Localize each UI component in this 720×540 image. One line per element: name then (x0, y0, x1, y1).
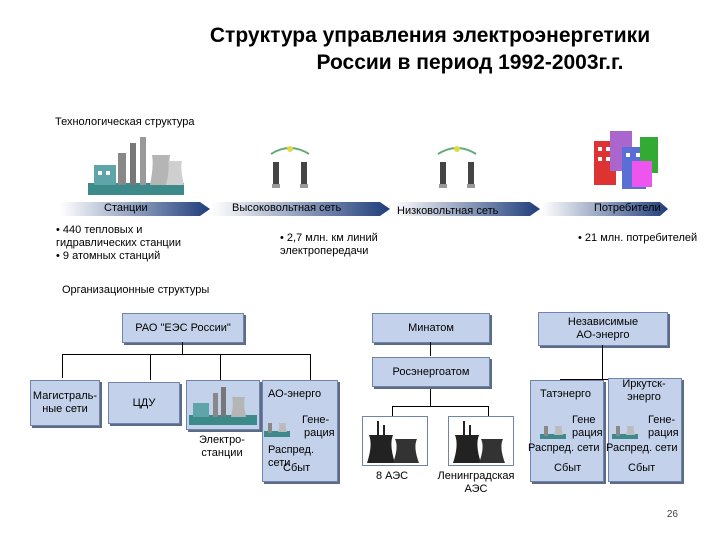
ao-distr-line-1: Распред. (268, 444, 315, 456)
power-plant-icon (88, 137, 184, 195)
connector (62, 354, 310, 355)
leningrad-line-2: АЭС (464, 483, 488, 495)
power-plants-label: Электро- станции (194, 434, 250, 460)
connector (220, 354, 221, 380)
connector (392, 406, 488, 407)
label-lv-net: Низковольтная сеть (397, 205, 499, 217)
tat-sbyt-label: Сбыт (554, 462, 582, 474)
note-lines: • 2,7 млн. км линий электропередачи (280, 232, 378, 258)
aes8-label: 8 АЭС (376, 470, 409, 482)
label-hv-net: Высоковольтная сеть (232, 202, 342, 214)
power-plant-small-icon (189, 387, 257, 425)
ao-sbyt-label: Сбыт (283, 462, 311, 474)
leningrad-aes-image-box (448, 416, 514, 466)
note-lines-line-2: электропередачи (280, 245, 369, 257)
aes-image-box (362, 416, 428, 466)
magistral-line-1: Магистраль- (32, 390, 98, 402)
ao-energo-label: АО-энерго (268, 388, 322, 400)
connector (62, 354, 63, 378)
page-title: Структура управления электроэнергетики Р… (150, 22, 670, 76)
ao-distr-line-2: сети (268, 457, 291, 469)
label-stations: Станции (104, 202, 148, 214)
magistral-line-2: ные сети (42, 403, 88, 415)
tat-gen-line-2: рация (572, 427, 603, 439)
leningrad-aes-label: Ленинградская АЭС (434, 470, 518, 496)
connector (182, 342, 183, 354)
irkutsk-line-1: Иркутск- (622, 378, 666, 390)
ao-distr-label: Распред. сети (268, 444, 314, 470)
note-consumers: • 21 млн. потребителей (578, 232, 698, 244)
independent-ao-box: Независимые АО-энерго (538, 312, 668, 346)
tatenergo-label: Татэнерго (540, 388, 591, 400)
tat-gen-label: Гене рация (572, 414, 603, 440)
irk-gen-label: Гене- рация (648, 414, 679, 440)
plants-line-1: Электро- (199, 434, 245, 446)
irkutskenergo-box (608, 378, 682, 482)
irkutsk-line-2: энерго (627, 391, 661, 403)
connector (560, 379, 644, 380)
page-number: 26 (666, 509, 678, 520)
connector (392, 406, 393, 416)
power-plants-image-box (186, 380, 260, 430)
connector (602, 345, 603, 379)
plants-line-2: станции (201, 447, 243, 459)
label-consumers: Потребители (594, 202, 661, 214)
ao-gen-line-1: Гене- (302, 414, 330, 426)
lv-insulator-icon (437, 146, 477, 188)
connector (430, 388, 431, 406)
hv-insulator-icon (270, 146, 310, 188)
connector (488, 406, 489, 416)
irk-distr-label: Распред. сети (606, 442, 678, 454)
tat-distr-label: Распред. сети (528, 442, 600, 454)
irk-generation-icon (612, 426, 638, 439)
irkutsk-label: Иркутск- энерго (616, 378, 672, 404)
note-lines-line-1: • 2,7 млн. км линий (280, 232, 378, 244)
irk-gen-line-1: Гене- (648, 414, 676, 426)
note-stations-line-2: гидравлических станции (56, 237, 182, 249)
ao-gen-line-2: рация (304, 427, 335, 439)
cdu-box: ЦДУ (108, 382, 180, 424)
rosenergoatom-box: Росэнергоатом (372, 357, 490, 387)
nuclear-plant-icon (367, 421, 419, 463)
note-stations-line-1: • 440 тепловых и (56, 224, 143, 236)
magistral-networks-box: Магистраль- ные сети (30, 380, 100, 426)
tech-flow-arrows (60, 202, 668, 216)
minatom-box: Минатом (372, 313, 490, 343)
ao-gen-label: Гене- рация (302, 414, 335, 440)
leningrad-line-1: Ленинградская (437, 470, 515, 482)
generation-small-icon (264, 423, 290, 437)
connector (150, 354, 151, 380)
connector (430, 342, 431, 356)
tat-generation-icon (540, 426, 566, 439)
ao-energo-box (262, 380, 338, 482)
rao-ees-box: РАО "ЕЭС России" (122, 313, 244, 343)
tech-heading: Технологическая структура (55, 116, 195, 128)
note-stations-line-3: • 9 атомных станций (56, 250, 161, 262)
independent-line-2: АО-энерго (576, 329, 630, 341)
irk-sbyt-label: Сбыт (628, 462, 656, 474)
org-heading: Организационные структуры (62, 284, 210, 296)
connector (310, 354, 311, 380)
tat-gen-line-1: Гене (572, 414, 596, 426)
irk-gen-line-2: рация (648, 427, 679, 439)
consumers-buildings-icon (594, 131, 658, 189)
title-line-2: России в период 1992-2003г.г. (316, 51, 624, 74)
tatenergo-box (530, 380, 604, 482)
independent-line-1: Независимые (567, 316, 639, 328)
title-line-1: Структура управления электроэнергетики (209, 24, 651, 47)
note-stations: • 440 тепловых и гидравлических станции … (56, 224, 181, 263)
nuclear-plant-icon (453, 421, 505, 463)
